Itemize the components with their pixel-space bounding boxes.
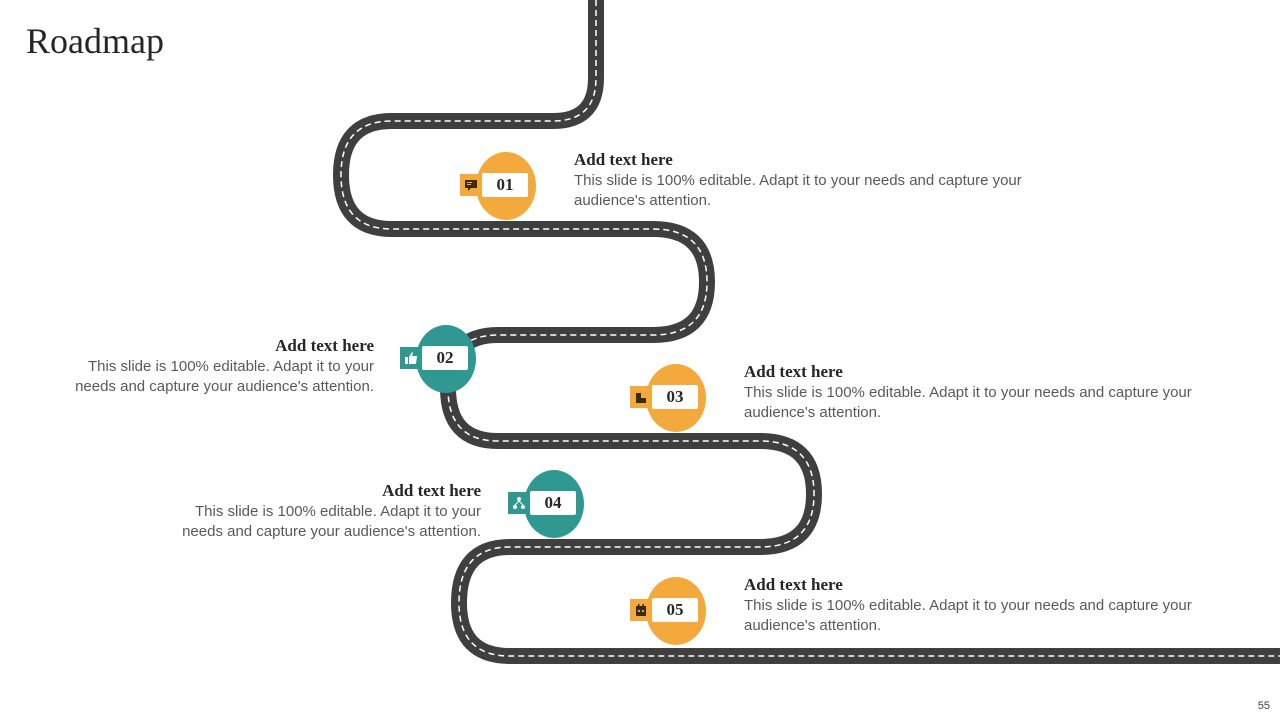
- milestone-description: This slide is 100% editable. Adapt it to…: [182, 503, 481, 540]
- milestone-band: [652, 598, 698, 622]
- milestone-number: 01: [496, 175, 514, 194]
- milestone-band: [482, 173, 528, 197]
- milestone-description: This slide is 100% editable. Adapt it to…: [574, 172, 1022, 209]
- milestone-description: This slide is 100% editable. Adapt it to…: [75, 358, 374, 395]
- slide-title: Roadmap: [26, 21, 164, 61]
- milestone-number: 05: [666, 600, 684, 619]
- milestone-heading: Add text here: [744, 575, 843, 594]
- milestone-02-text: Add text here This slide is 100% editabl…: [0, 336, 374, 397]
- milestone-heading: Add text here: [275, 336, 374, 355]
- chat-board-icon: [460, 174, 482, 196]
- milestone-band: [530, 491, 576, 515]
- milestone-heading: Add text here: [382, 481, 481, 500]
- milestone-05-text: Add text here This slide is 100% editabl…: [744, 575, 1224, 636]
- milestone-band: [652, 385, 698, 409]
- network-icon: [508, 492, 530, 514]
- calendar-icon: [630, 599, 652, 621]
- milestone-01: 01: [460, 152, 536, 222]
- milestone-description: This slide is 100% editable. Adapt it to…: [744, 384, 1192, 421]
- milestone-heading: Add text here: [574, 150, 673, 169]
- page-number: 55: [1257, 700, 1270, 712]
- milestone-number: 04: [544, 493, 562, 512]
- milestone-01-text: Add text here This slide is 100% editabl…: [574, 150, 1054, 211]
- thumbs-up-icon: [400, 347, 422, 369]
- road-center-line: [340, 0, 1280, 657]
- milestone-03-text: Add text here This slide is 100% editabl…: [744, 362, 1224, 423]
- milestone-number: 03: [666, 387, 684, 406]
- podium-icon: [630, 386, 652, 408]
- milestone-03: 03: [630, 364, 706, 434]
- milestone-05: 05: [630, 577, 706, 647]
- milestone-04: 04: [508, 470, 584, 540]
- milestone-number: 02: [436, 348, 454, 367]
- milestone-02: 02: [400, 325, 476, 395]
- milestone-band: [422, 346, 468, 370]
- milestone-04-text: Add text here This slide is 100% editabl…: [1, 481, 481, 542]
- road-surface: [333, 0, 1280, 664]
- milestone-description: This slide is 100% editable. Adapt it to…: [744, 597, 1192, 634]
- milestone-heading: Add text here: [744, 362, 843, 381]
